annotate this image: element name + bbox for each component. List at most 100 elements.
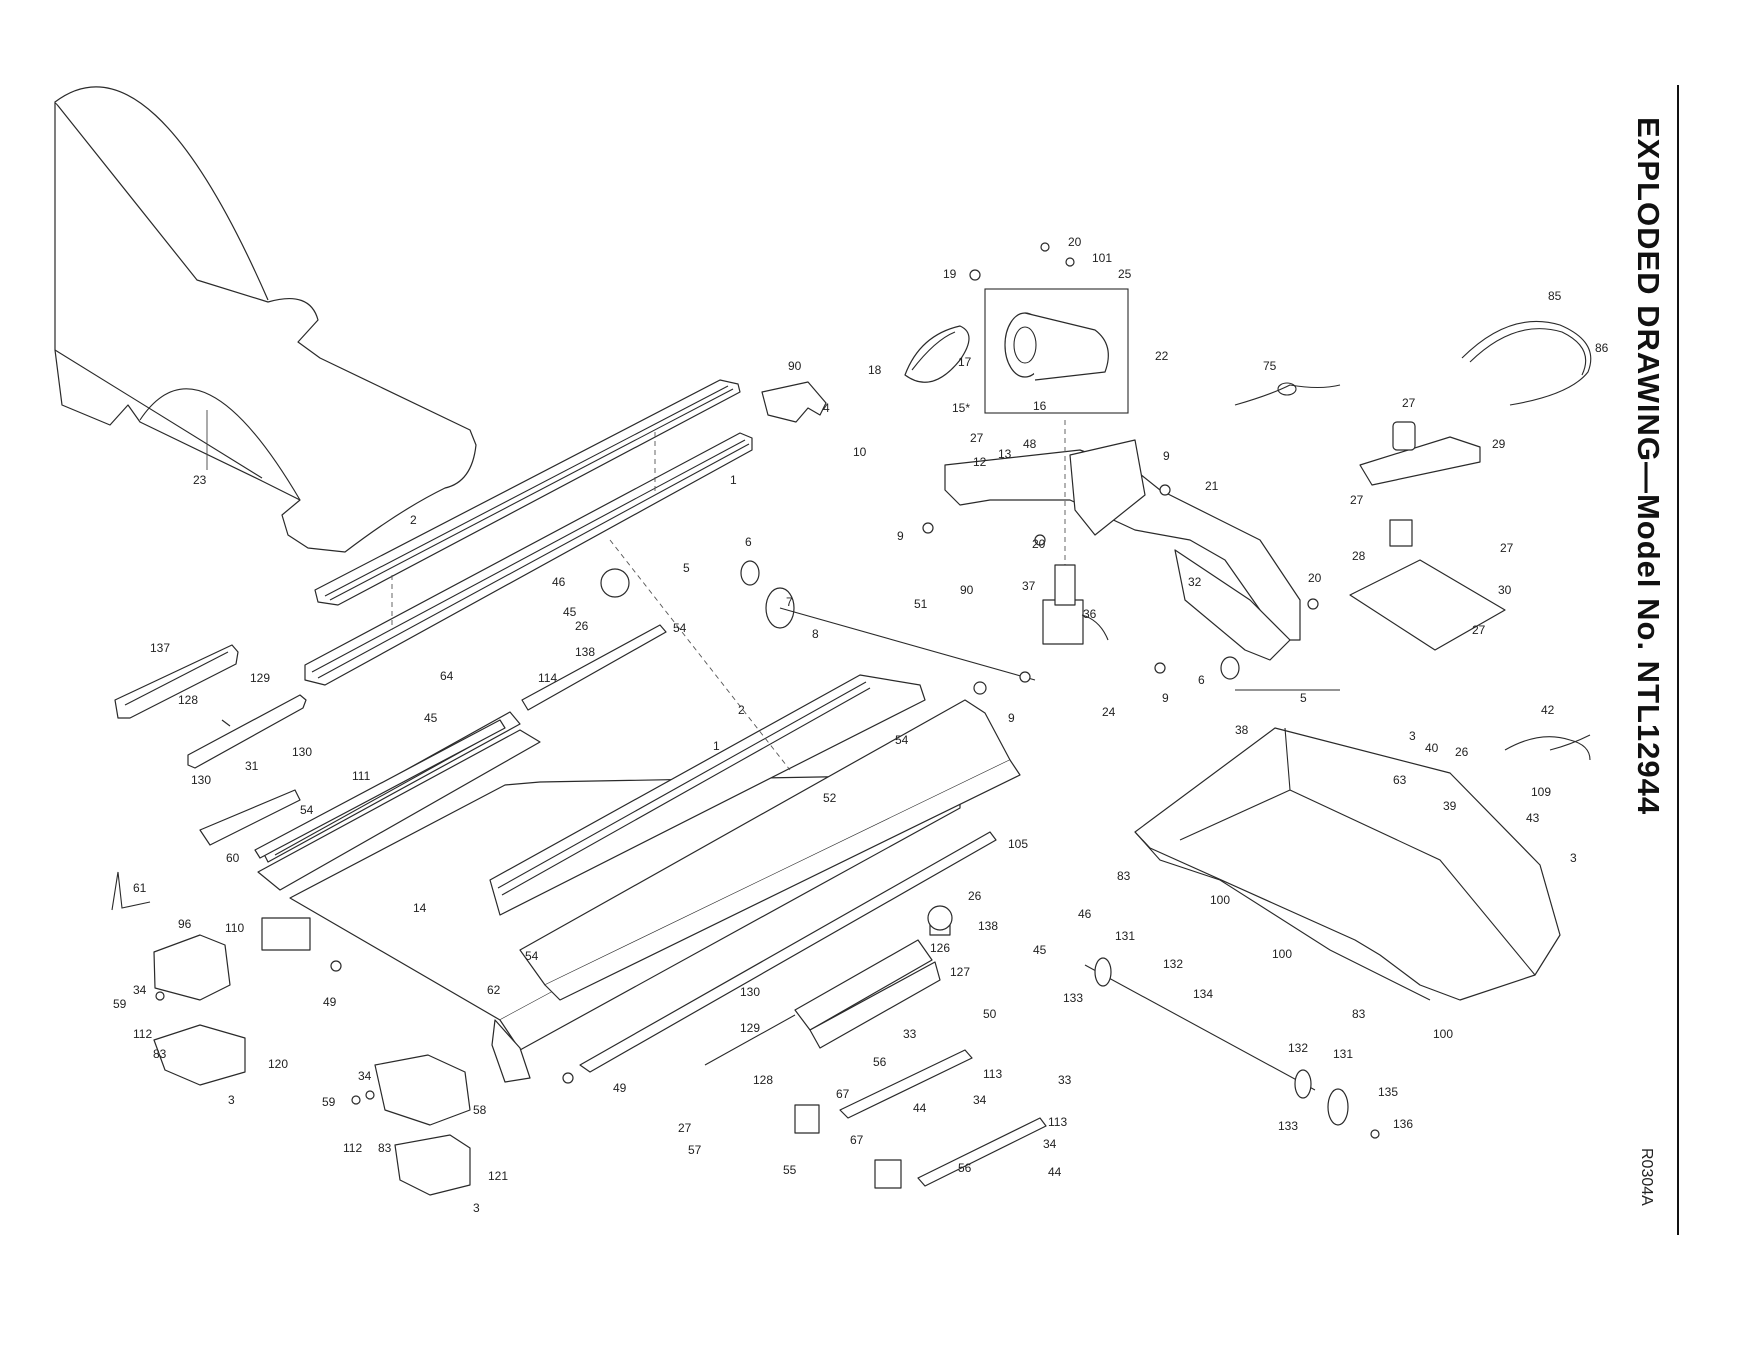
label-5a: 5 [683,561,690,575]
label-27f: 27 [678,1121,692,1135]
label-137: 137 [150,641,170,655]
label-55: 55 [783,1163,797,1177]
label-83b: 83 [1352,1007,1366,1021]
label-34a: 34 [133,983,147,997]
label-130c: 130 [740,985,760,999]
motor-hood [54,86,477,553]
label-32: 32 [1188,575,1202,589]
label-20b: 20 [1032,537,1046,551]
label-131b: 131 [1333,1047,1353,1061]
label-85: 85 [1548,289,1562,303]
label-67b: 67 [850,1133,864,1147]
label-83c: 83 [153,1047,167,1061]
label-112b: 112 [343,1141,362,1155]
label-25: 25 [1118,267,1132,281]
label-45c: 45 [1033,943,1047,957]
label-132b: 132 [1288,1041,1308,1055]
label-5b: 5 [1300,691,1307,705]
label-33a: 33 [903,1027,917,1041]
label-129b: 129 [740,1021,760,1035]
label-10: 10 [853,445,867,459]
label-9c: 9 [1008,711,1015,725]
label-130a: 130 [292,745,312,759]
label-138a: 138 [575,645,595,659]
label-56b: 56 [958,1161,972,1175]
label-24: 24 [1102,705,1116,719]
label-2b: 2 [738,703,745,717]
label-3a: 3 [1409,729,1416,743]
label-31: 31 [245,759,259,773]
label-17: 17 [958,355,972,369]
rear-bars [704,914,1047,1189]
label-23: 23 [193,473,207,487]
label-22: 22 [1155,349,1169,363]
label-26b: 26 [1455,745,1469,759]
label-136: 136 [1393,1117,1413,1131]
label-111: 111 [352,769,371,783]
label-130b: 130 [191,773,211,787]
label-86: 86 [1595,341,1609,355]
label-12: 12 [973,455,987,469]
label-20a: 20 [1068,235,1082,249]
label-27d: 27 [1500,541,1514,555]
label-109: 109 [1531,785,1551,799]
base-pan [1134,727,1561,1001]
label-4: 4 [823,401,830,415]
label-83d: 83 [378,1141,392,1155]
label-75: 75 [1263,359,1277,373]
label-28: 28 [1352,549,1366,563]
rear-roller [1084,957,1380,1139]
label-46a: 46 [552,575,566,589]
label-100b: 100 [1272,947,1292,961]
label-34d: 34 [1043,1137,1057,1151]
label-44a: 44 [913,1101,927,1115]
label-113b: 113 [1048,1115,1067,1129]
label-132a: 132 [1163,957,1183,971]
label-29: 29 [1492,437,1506,451]
front-roller [740,560,1240,681]
label-131a: 131 [1115,929,1135,943]
label-6a: 6 [745,535,752,549]
label-18: 18 [868,363,882,377]
label-3b: 3 [1570,851,1577,865]
label-60: 60 [226,851,240,865]
label-49a: 49 [323,995,337,1009]
label-126: 126 [930,941,950,955]
label-45a: 45 [563,605,577,619]
label-127: 127 [950,965,970,979]
upper-rails [304,379,753,686]
label-51: 51 [914,597,928,611]
label-3d: 3 [473,1201,480,1215]
label-8: 8 [812,627,819,641]
callout-labels: 20 101 25 19 85 86 90 4 18 17 22 75 15* … [113,235,1609,1215]
motor-assembly [904,288,1129,414]
label-54d: 54 [525,949,539,963]
label-36: 36 [1083,607,1097,621]
label-52: 52 [823,791,837,805]
label-44b: 44 [1048,1165,1062,1179]
label-83a: 83 [1117,869,1131,883]
drawing-code: R0304A [1638,1148,1655,1206]
label-7: 7 [786,595,793,609]
label-113a: 113 [983,1067,1002,1081]
label-63: 63 [1393,773,1407,787]
label-45b: 45 [424,711,438,725]
label-9b: 9 [897,529,904,543]
label-19: 19 [943,267,957,281]
label-54b: 54 [895,733,909,747]
label-133a: 133 [1063,991,1083,1005]
label-138b: 138 [978,919,998,933]
label-1b: 1 [713,739,720,753]
feet-brackets [153,934,471,1196]
label-38: 38 [1235,723,1249,737]
label-26c: 26 [968,889,982,903]
label-128b: 128 [753,1073,773,1087]
label-67a: 67 [836,1087,850,1101]
label-110: 110 [225,921,244,935]
label-27e: 27 [1472,623,1486,637]
label-58: 58 [473,1103,487,1117]
label-3c: 3 [228,1093,235,1107]
incline-motor [1042,564,1109,645]
label-13: 13 [998,447,1012,461]
